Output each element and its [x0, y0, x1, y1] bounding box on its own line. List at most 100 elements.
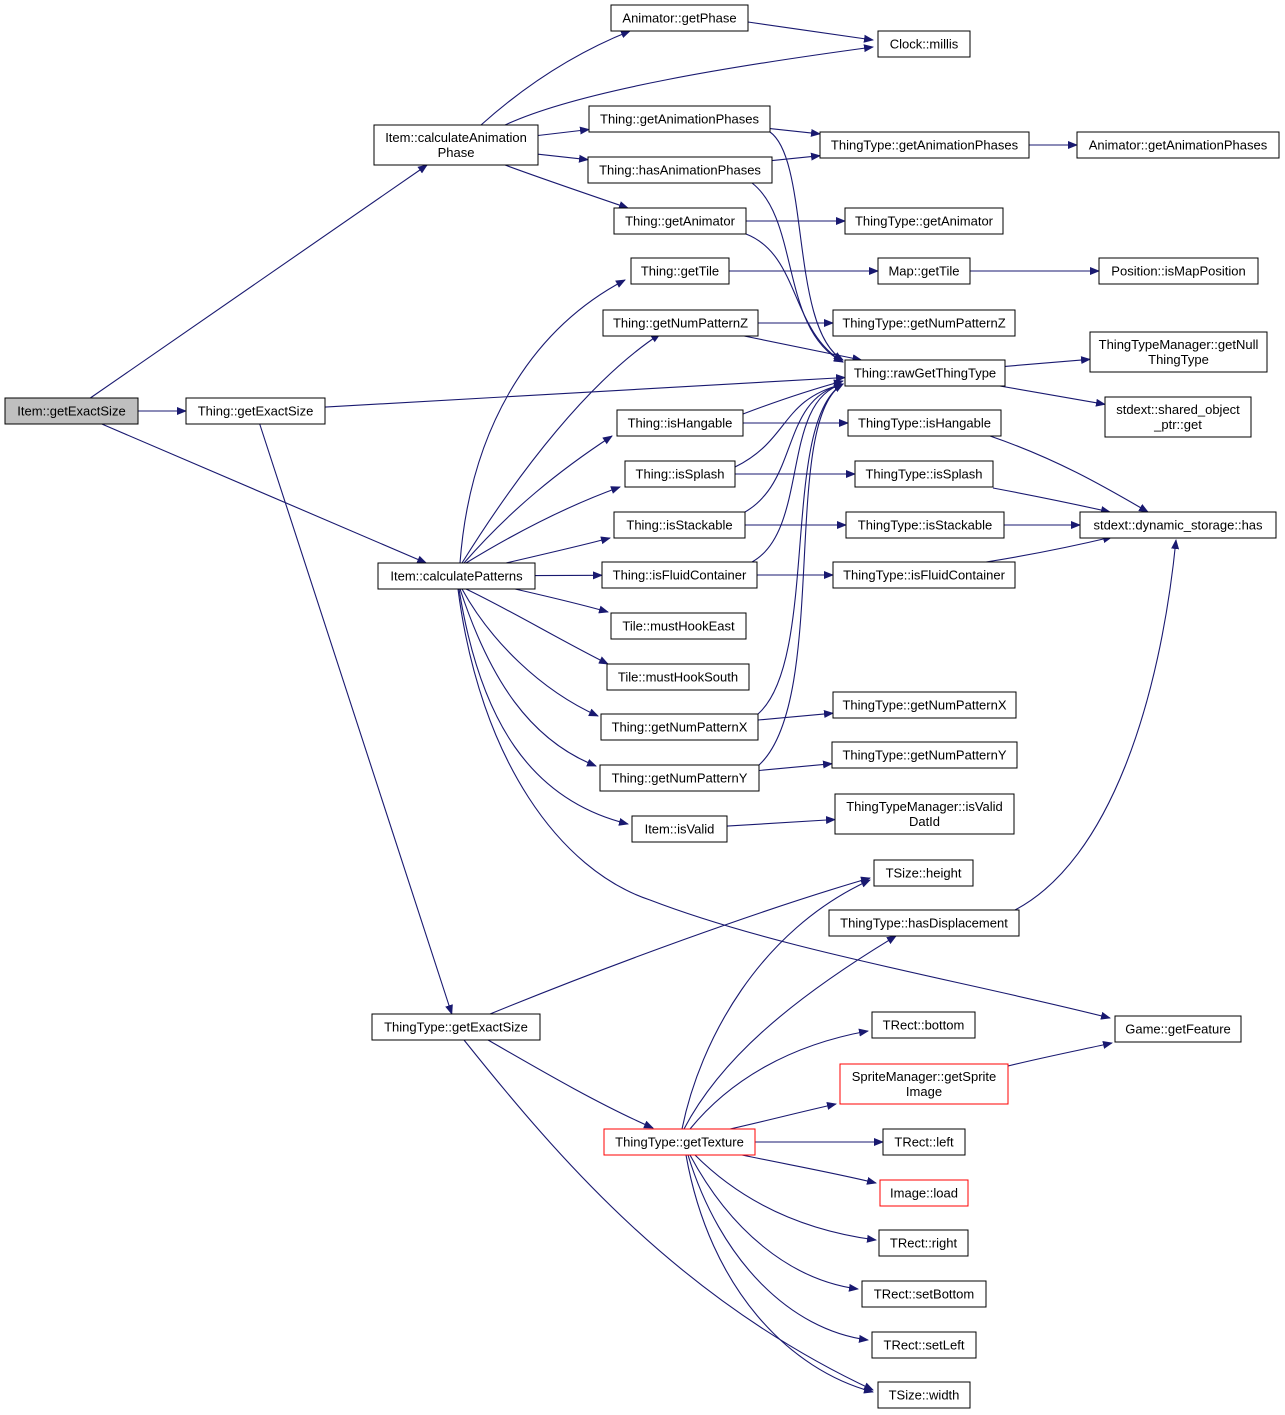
- node-box[interactable]: [1104, 396, 1252, 438]
- node-box[interactable]: [601, 561, 758, 589]
- node-thingIsFluid[interactable]: Thing::isFluidContainer: [601, 561, 758, 589]
- node-box[interactable]: [610, 612, 747, 640]
- node-thingGetAnimator[interactable]: Thing::getAnimator: [613, 207, 747, 235]
- node-box[interactable]: [588, 105, 771, 133]
- node-thingIsHangable[interactable]: Thing::isHangable: [616, 409, 744, 437]
- node-box[interactable]: [839, 1063, 1009, 1105]
- node-box[interactable]: [873, 859, 974, 887]
- node-box[interactable]: [877, 30, 971, 58]
- node-box[interactable]: [377, 562, 536, 590]
- node-thingNumPatZ[interactable]: Thing::getNumPatternZ: [602, 309, 759, 337]
- node-imageLoad[interactable]: Image::load: [879, 1179, 969, 1207]
- node-dynHas[interactable]: stdext::dynamic_storage::has: [1079, 511, 1277, 539]
- node-trectSetLeft[interactable]: TRect::setLeft: [871, 1331, 977, 1359]
- node-box[interactable]: [599, 764, 760, 792]
- node-box[interactable]: [1079, 511, 1277, 539]
- node-itemIsValid[interactable]: Item::isValid: [631, 815, 728, 843]
- node-box[interactable]: [871, 1011, 976, 1039]
- node-tsizeWidth[interactable]: TSize::width: [877, 1381, 971, 1409]
- node-box[interactable]: [1098, 257, 1259, 285]
- node-thingGetExactSize[interactable]: Thing::getExactSize: [185, 397, 326, 425]
- node-box[interactable]: [831, 741, 1018, 769]
- node-ttIsSplash[interactable]: ThingType::isSplash: [854, 460, 994, 488]
- node-animGetAnimPhases[interactable]: Animator::getAnimationPhases: [1076, 131, 1280, 159]
- node-box[interactable]: [600, 713, 759, 741]
- node-trectLeft[interactable]: TRect::left: [882, 1128, 966, 1156]
- node-box[interactable]: [630, 257, 730, 285]
- node-box[interactable]: [613, 511, 746, 539]
- node-box[interactable]: [828, 909, 1020, 937]
- node-box[interactable]: [631, 815, 728, 843]
- node-ttIsHangable[interactable]: ThingType::isHangable: [847, 409, 1002, 437]
- node-ttGetExactSize[interactable]: ThingType::getExactSize: [371, 1013, 541, 1041]
- node-box[interactable]: [832, 309, 1016, 337]
- node-ttGetAnimPhases[interactable]: ThingType::getAnimationPhases: [819, 131, 1030, 159]
- node-thingGetAnimPhases[interactable]: Thing::getAnimationPhases: [588, 105, 771, 133]
- node-box[interactable]: [1076, 131, 1280, 159]
- node-box[interactable]: [610, 4, 749, 32]
- node-tsizeHeight[interactable]: TSize::height: [873, 859, 974, 887]
- node-calcPatterns[interactable]: Item::calculatePatterns: [377, 562, 536, 590]
- node-thingIsSplash[interactable]: Thing::isSplash: [624, 460, 736, 488]
- node-ttGetAnimator[interactable]: ThingType::getAnimator: [844, 207, 1004, 235]
- node-box[interactable]: [185, 397, 326, 425]
- node-box[interactable]: [847, 409, 1002, 437]
- node-box[interactable]: [373, 124, 539, 166]
- node-tileHookSouth[interactable]: Tile::mustHookSouth: [606, 663, 750, 691]
- node-trectBottom[interactable]: TRect::bottom: [871, 1011, 976, 1039]
- node-box[interactable]: [844, 207, 1004, 235]
- node-box[interactable]: [844, 359, 1006, 387]
- node-ttIsStackable[interactable]: ThingType::isStackable: [845, 511, 1005, 539]
- node-ttNumPatY[interactable]: ThingType::getNumPatternY: [831, 741, 1018, 769]
- node-trectRight[interactable]: TRect::right: [878, 1229, 969, 1257]
- node-box[interactable]: [613, 207, 747, 235]
- node-box[interactable]: [371, 1013, 541, 1041]
- node-box[interactable]: [879, 1179, 969, 1207]
- node-box[interactable]: [854, 460, 994, 488]
- node-box[interactable]: [877, 257, 971, 285]
- node-box[interactable]: [845, 511, 1005, 539]
- node-box[interactable]: [602, 309, 759, 337]
- node-box[interactable]: [1114, 1015, 1242, 1043]
- node-box[interactable]: [877, 1381, 971, 1409]
- node-box[interactable]: [4, 397, 139, 425]
- node-box[interactable]: [861, 1280, 987, 1308]
- node-trectSetBottom[interactable]: TRect::setBottom: [861, 1280, 987, 1308]
- node-ttGetTexture[interactable]: ThingType::getTexture: [603, 1128, 756, 1156]
- node-clockMillis[interactable]: Clock::millis: [877, 30, 971, 58]
- node-posIsMapPos[interactable]: Position::isMapPosition: [1098, 257, 1259, 285]
- node-ttHasDisp[interactable]: ThingType::hasDisplacement: [828, 909, 1020, 937]
- node-rawGetThingType[interactable]: Thing::rawGetThingType: [844, 359, 1006, 387]
- node-animGetPhase[interactable]: Animator::getPhase: [610, 4, 749, 32]
- node-thingNumPatY[interactable]: Thing::getNumPatternY: [599, 764, 760, 792]
- node-mapGetTile[interactable]: Map::getTile: [877, 257, 971, 285]
- node-box[interactable]: [1089, 331, 1268, 373]
- node-root[interactable]: Item::getExactSize: [4, 397, 139, 425]
- node-gameGetFeature[interactable]: Game::getFeature: [1114, 1015, 1242, 1043]
- node-box[interactable]: [871, 1331, 977, 1359]
- node-box[interactable]: [882, 1128, 966, 1156]
- node-sharedGet[interactable]: stdext::shared_object_ptr::get: [1104, 396, 1252, 438]
- node-box[interactable]: [616, 409, 744, 437]
- node-thingHasAnimPhases[interactable]: Thing::hasAnimationPhases: [587, 156, 773, 184]
- node-ttNumPatZ[interactable]: ThingType::getNumPatternZ: [832, 309, 1016, 337]
- node-box[interactable]: [819, 131, 1030, 159]
- node-box[interactable]: [832, 691, 1017, 719]
- node-box[interactable]: [834, 793, 1015, 835]
- node-box[interactable]: [878, 1229, 969, 1257]
- node-thingNumPatX[interactable]: Thing::getNumPatternX: [600, 713, 759, 741]
- node-ttNumPatX[interactable]: ThingType::getNumPatternX: [832, 691, 1017, 719]
- node-tileHookEast[interactable]: Tile::mustHookEast: [610, 612, 747, 640]
- node-box[interactable]: [832, 561, 1016, 589]
- node-ttIsFluid[interactable]: ThingType::isFluidContainer: [832, 561, 1016, 589]
- node-box[interactable]: [603, 1128, 756, 1156]
- node-box[interactable]: [606, 663, 750, 691]
- node-thingGetTile[interactable]: Thing::getTile: [630, 257, 730, 285]
- node-thingIsStackable[interactable]: Thing::isStackable: [613, 511, 746, 539]
- node-box[interactable]: [587, 156, 773, 184]
- node-box[interactable]: [624, 460, 736, 488]
